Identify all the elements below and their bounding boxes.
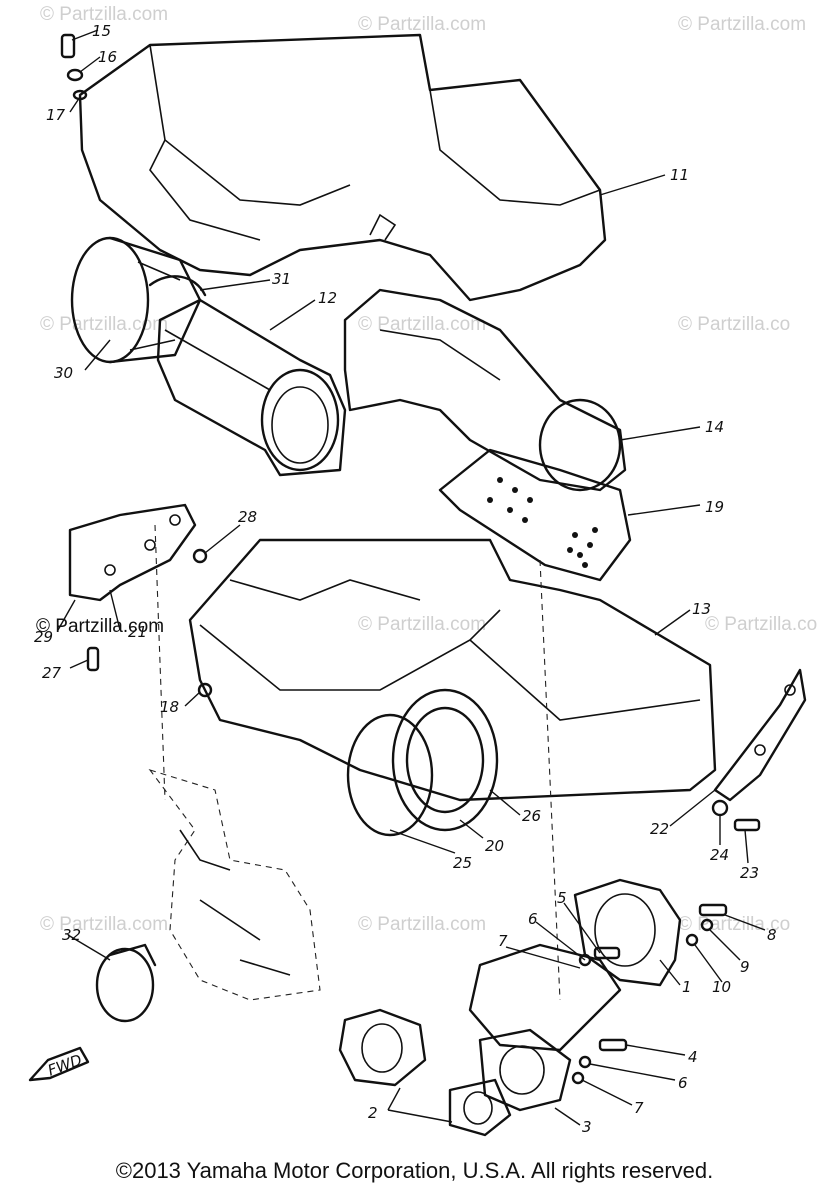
screen-drawing xyxy=(438,448,632,582)
air-intake-joint-drawing xyxy=(70,236,207,364)
callout-27: 27 xyxy=(42,664,62,682)
callout-13: 13 xyxy=(692,600,711,618)
exploded-parts-diagram: © Partzilla.com © Partzilla.com © Partzi… xyxy=(28,4,817,1137)
bracket-left-drawing xyxy=(68,503,197,602)
callout-4: 4 xyxy=(688,1048,698,1066)
watermark: © Partzilla.com xyxy=(358,14,486,35)
callout-17: 17 xyxy=(46,106,66,124)
callout-18: 18 xyxy=(160,698,179,716)
callout-21: 21 xyxy=(128,623,147,641)
watermark: © Partzilla.co xyxy=(705,614,817,635)
callout-9: 9 xyxy=(740,958,750,976)
callout-3: 3 xyxy=(582,1118,592,1136)
callout-10: 10 xyxy=(712,978,731,996)
fwd-label: FWD xyxy=(45,1051,84,1080)
callout-24: 24 xyxy=(710,846,729,864)
carburetor-outline-drawing xyxy=(148,524,561,1001)
fasteners-drawing xyxy=(60,33,761,1085)
air-cleaner-cover-drawing xyxy=(78,33,607,302)
watermarks: © Partzilla.com © Partzilla.com © Partzi… xyxy=(36,4,817,935)
callout-15: 15 xyxy=(92,22,111,40)
callout-6: 6 xyxy=(678,1074,688,1092)
watermark: © Partzilla.com xyxy=(358,914,486,935)
bracket-right-drawing xyxy=(713,668,807,802)
filter-element-front-drawing xyxy=(156,298,347,477)
callout-20: 20 xyxy=(485,837,504,855)
intake-manifold-drawing xyxy=(468,878,682,1052)
watermark: © Partzilla.com xyxy=(40,314,168,335)
watermark: © Partzilla.com xyxy=(40,914,168,935)
callout-25: 25 xyxy=(453,854,472,872)
callout-16: 16 xyxy=(98,48,117,66)
watermark: © Partzilla.com xyxy=(40,4,168,25)
callout-6: 6 xyxy=(528,910,538,928)
case-joint-drawing xyxy=(346,688,499,837)
callout-19: 19 xyxy=(705,498,724,516)
callout-29: 29 xyxy=(34,628,53,646)
air-cleaner-case-drawing xyxy=(188,538,717,802)
callout-30: 30 xyxy=(54,364,73,382)
callout-1: 1 xyxy=(682,978,692,996)
watermark: © Partzilla.com xyxy=(36,616,164,637)
callout-31: 31 xyxy=(272,270,291,288)
watermark: © Partzilla.com xyxy=(678,14,806,35)
leader-lines xyxy=(57,29,766,1126)
callout-22: 22 xyxy=(650,820,669,838)
callout-23: 23 xyxy=(740,864,759,882)
callout-28: 28 xyxy=(238,508,257,526)
forward-arrow-icon: FWD xyxy=(28,1046,90,1082)
callout-14: 14 xyxy=(705,418,724,436)
callout-12: 12 xyxy=(318,289,337,307)
watermark: © Partzilla.co xyxy=(678,314,790,335)
watermark: © Partzilla.com xyxy=(358,614,486,635)
callout-8: 8 xyxy=(767,926,777,944)
callout-2: 2 xyxy=(368,1104,378,1122)
callout-11: 11 xyxy=(670,166,689,184)
copyright-notice: ©2013 Yamaha Motor Corporation, U.S.A. A… xyxy=(115,1158,714,1183)
hose-clamp-drawing xyxy=(95,943,157,1023)
callout-7: 7 xyxy=(498,932,508,950)
intake-flange-drawing xyxy=(338,1008,572,1137)
callout-7: 7 xyxy=(634,1099,644,1117)
watermark: © Partzilla.com xyxy=(358,314,486,335)
callout-26: 26 xyxy=(522,807,541,825)
callout-5: 5 xyxy=(557,889,567,907)
callout-numbers: 11 15 16 17 31 12 30 14 19 28 13 21 29 2… xyxy=(34,22,777,1136)
filter-element-rear-drawing xyxy=(343,288,627,492)
callout-32: 32 xyxy=(62,926,81,944)
